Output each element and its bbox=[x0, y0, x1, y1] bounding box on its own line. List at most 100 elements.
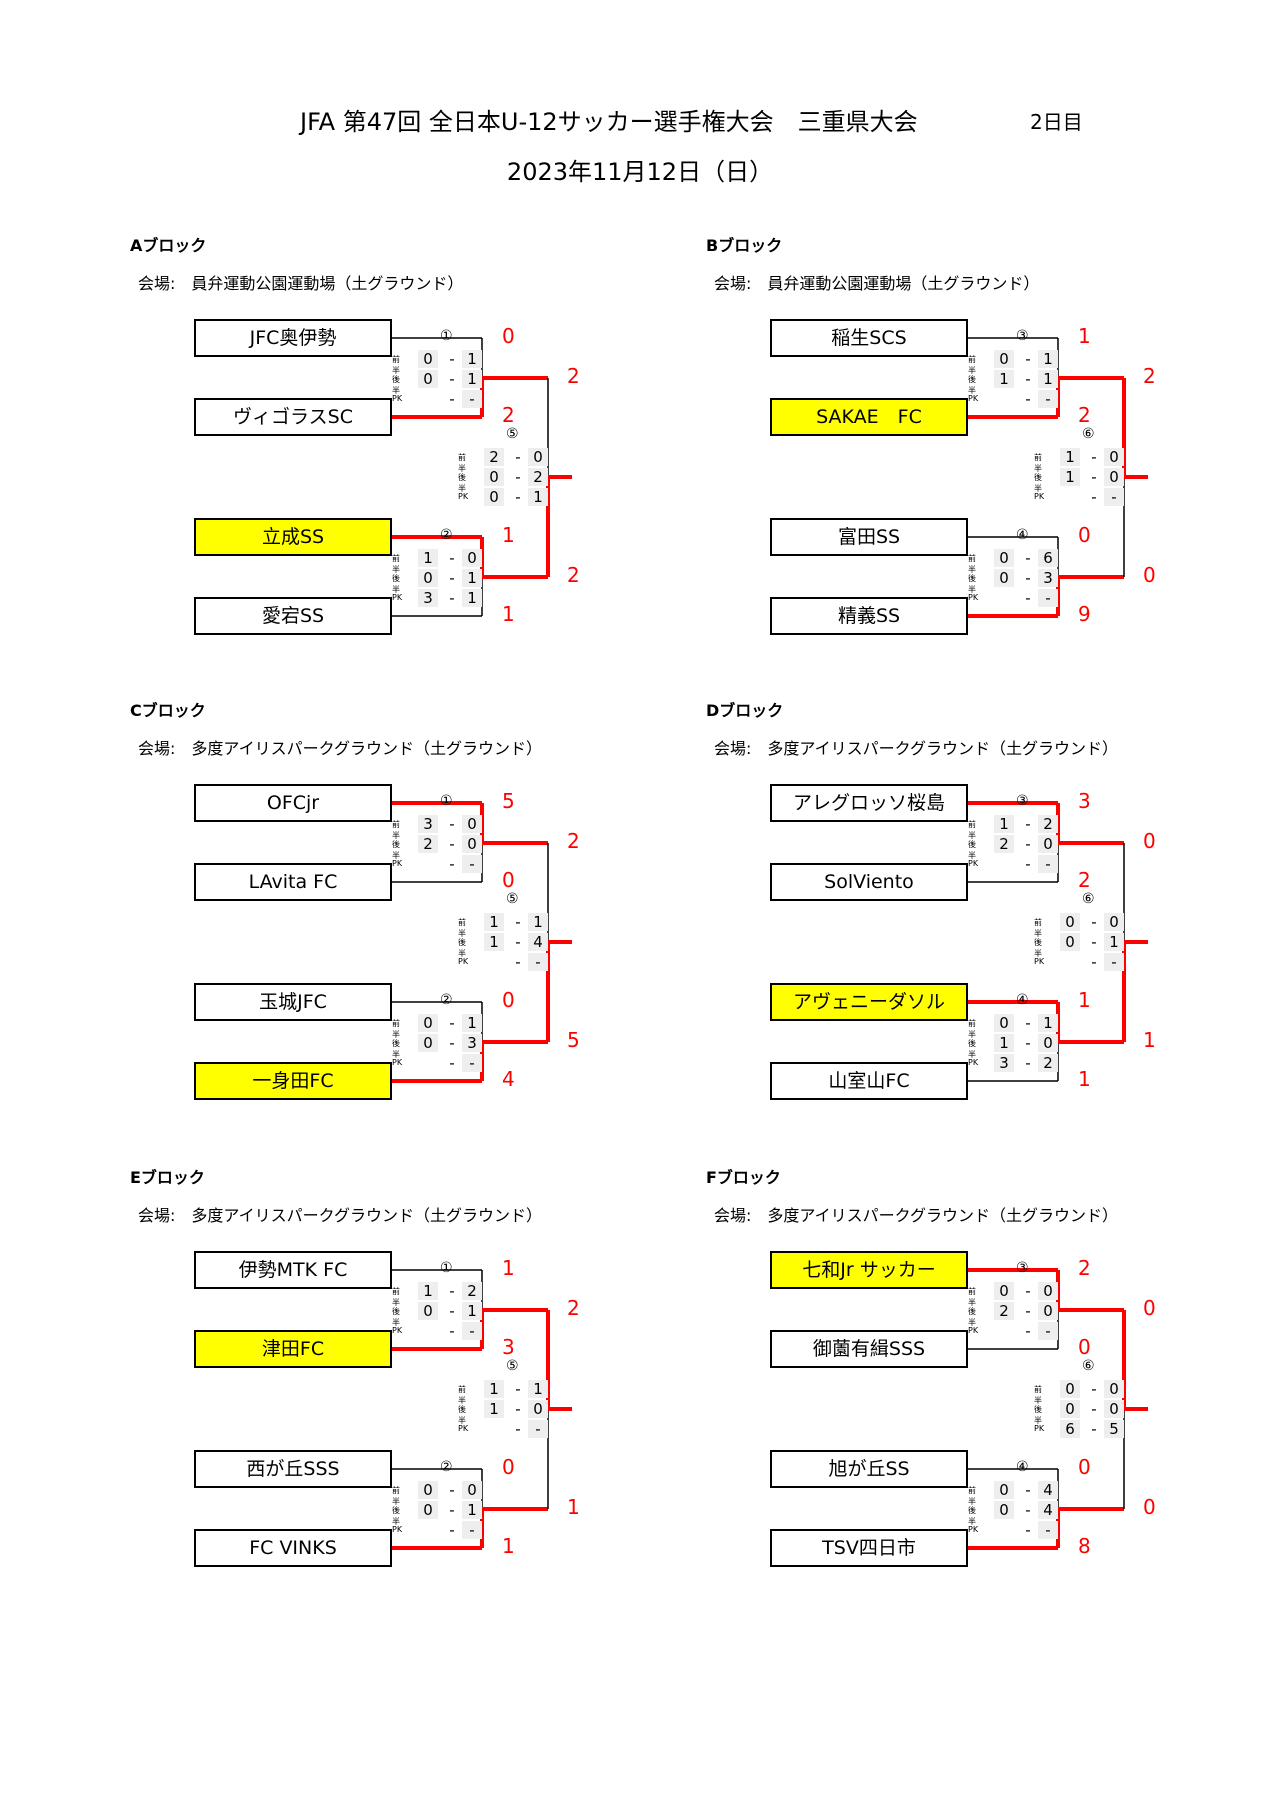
team-name-box: ヴィゴラスSC bbox=[194, 398, 392, 436]
second-half-away-goals: 1 bbox=[462, 370, 482, 388]
first-half-home-goals: 0 bbox=[994, 1282, 1014, 1300]
first-half-label: 前半 bbox=[392, 554, 400, 574]
second-half-away-goals: 0 bbox=[528, 1400, 548, 1418]
second-half-away-goals: 1 bbox=[1104, 933, 1124, 951]
pk-label: PK bbox=[968, 859, 979, 868]
score-dash: - bbox=[1025, 370, 1031, 388]
match-number: ⑤ bbox=[506, 891, 519, 907]
score-dash: - bbox=[1091, 1420, 1097, 1438]
score-dash: - bbox=[449, 1014, 455, 1032]
second-half-home-goals: 0 bbox=[484, 468, 504, 486]
second-half-label: 後半 bbox=[458, 938, 466, 958]
score-dash: - bbox=[1025, 1501, 1031, 1519]
team-score: 1 bbox=[502, 602, 515, 626]
bracket-block: Fブロック会場: 多度アイリスパークグラウンド（土グラウンド）七和Jr サッカー… bbox=[706, 1164, 1280, 1584]
score-dash: - bbox=[1025, 350, 1031, 368]
second-half-label: 後半 bbox=[1034, 1405, 1042, 1425]
team-score: 9 bbox=[1078, 602, 1091, 626]
first-half-home-goals: 0 bbox=[1060, 913, 1080, 931]
team-score: 2 bbox=[502, 403, 515, 427]
block-title: Eブロック bbox=[130, 1168, 205, 1187]
first-half-away-goals: 0 bbox=[528, 448, 548, 466]
score-dash: - bbox=[1025, 569, 1031, 587]
second-half-home-goals: 2 bbox=[418, 835, 438, 853]
pk-label: PK bbox=[1034, 492, 1045, 501]
first-half-away-goals: 0 bbox=[1038, 1282, 1058, 1300]
score-dash: - bbox=[1091, 468, 1097, 486]
pk-away-goals: - bbox=[462, 1521, 482, 1539]
score-dash: - bbox=[1091, 953, 1097, 971]
second-half-away-goals: 0 bbox=[1038, 1302, 1058, 1320]
second-half-home-goals: 0 bbox=[418, 1302, 438, 1320]
score-dash: - bbox=[1025, 1302, 1031, 1320]
second-half-away-goals: 0 bbox=[1038, 1034, 1058, 1052]
score-dash: - bbox=[1025, 855, 1031, 873]
first-half-away-goals: 1 bbox=[462, 1014, 482, 1032]
score-dash: - bbox=[449, 1521, 455, 1539]
score-dash: - bbox=[515, 1420, 521, 1438]
venue-label: 会場: 多度アイリスパークグラウンド（土グラウンド） bbox=[714, 739, 1118, 758]
team-score: 0 bbox=[1078, 1335, 1091, 1359]
team-score: 3 bbox=[502, 1335, 515, 1359]
team-score: 8 bbox=[1078, 1534, 1091, 1558]
score-dash: - bbox=[1091, 1380, 1097, 1398]
score-dash: - bbox=[1091, 933, 1097, 951]
pk-away-goals: - bbox=[1104, 953, 1124, 971]
block-title: Cブロック bbox=[130, 701, 206, 720]
second-half-label: 後半 bbox=[1034, 473, 1042, 493]
second-half-label: 後半 bbox=[968, 1506, 976, 1526]
second-half-away-goals: 4 bbox=[1038, 1501, 1058, 1519]
second-half-label: 後半 bbox=[392, 1506, 400, 1526]
score-dash: - bbox=[449, 855, 455, 873]
day-label: 2日目 bbox=[1030, 110, 1083, 134]
score-dash: - bbox=[449, 835, 455, 853]
first-half-home-goals: 0 bbox=[1060, 1380, 1080, 1398]
team-name-box: 旭が丘SS bbox=[770, 1450, 968, 1488]
team-name-box: FC VINKS bbox=[194, 1529, 392, 1567]
match-number: ⑥ bbox=[1082, 426, 1095, 442]
team-name-box: 七和Jr サッカー bbox=[770, 1251, 968, 1289]
semifinal-score: 5 bbox=[567, 1028, 580, 1052]
venue-label: 会場: 多度アイリスパークグラウンド（土グラウンド） bbox=[138, 1206, 542, 1225]
second-half-home-goals: 0 bbox=[418, 1034, 438, 1052]
first-half-home-goals: 0 bbox=[994, 1014, 1014, 1032]
pk-label: PK bbox=[392, 1326, 403, 1335]
match-number: ⑥ bbox=[1082, 891, 1095, 907]
second-half-home-goals: 1 bbox=[994, 370, 1014, 388]
second-half-label: 後半 bbox=[968, 1039, 976, 1059]
second-half-away-goals: 3 bbox=[462, 1034, 482, 1052]
pk-home-goals: 3 bbox=[994, 1054, 1014, 1072]
match-number: ② bbox=[440, 527, 453, 543]
semifinal-score: 0 bbox=[1143, 563, 1156, 587]
score-dash: - bbox=[449, 1481, 455, 1499]
bracket-lines bbox=[968, 1268, 1148, 1550]
pk-away-goals: - bbox=[462, 855, 482, 873]
team-name-box: 伊勢MTK FC bbox=[194, 1251, 392, 1289]
match-number: ② bbox=[440, 992, 453, 1008]
team-name-box: 西が丘SSS bbox=[194, 1450, 392, 1488]
semifinal-score: 0 bbox=[1143, 1495, 1156, 1519]
second-half-away-goals: 1 bbox=[1038, 370, 1058, 388]
match-number: ① bbox=[440, 1260, 453, 1276]
pk-away-goals: - bbox=[1038, 589, 1058, 607]
second-half-away-goals: 2 bbox=[528, 468, 548, 486]
first-half-home-goals: 1 bbox=[418, 1282, 438, 1300]
pk-label: PK bbox=[392, 394, 403, 403]
team-score: 1 bbox=[1078, 1067, 1091, 1091]
pk-home-goals: 6 bbox=[1060, 1420, 1080, 1438]
second-half-away-goals: 4 bbox=[528, 933, 548, 951]
pk-away-goals: 1 bbox=[462, 589, 482, 607]
team-name-box: 山室山FC bbox=[770, 1062, 968, 1100]
team-name-box: 愛宕SS bbox=[194, 597, 392, 635]
venue-label: 会場: 員弁運動公園運動場（土グラウンド） bbox=[714, 274, 1040, 293]
score-dash: - bbox=[449, 589, 455, 607]
first-half-home-goals: 0 bbox=[418, 1481, 438, 1499]
second-half-label: 後半 bbox=[968, 1307, 976, 1327]
second-half-home-goals: 0 bbox=[418, 1501, 438, 1519]
pk-label: PK bbox=[392, 593, 403, 602]
first-half-home-goals: 0 bbox=[994, 350, 1014, 368]
first-half-label: 前半 bbox=[968, 554, 976, 574]
first-half-home-goals: 0 bbox=[994, 1481, 1014, 1499]
score-dash: - bbox=[449, 390, 455, 408]
match-number: ④ bbox=[1016, 527, 1029, 543]
